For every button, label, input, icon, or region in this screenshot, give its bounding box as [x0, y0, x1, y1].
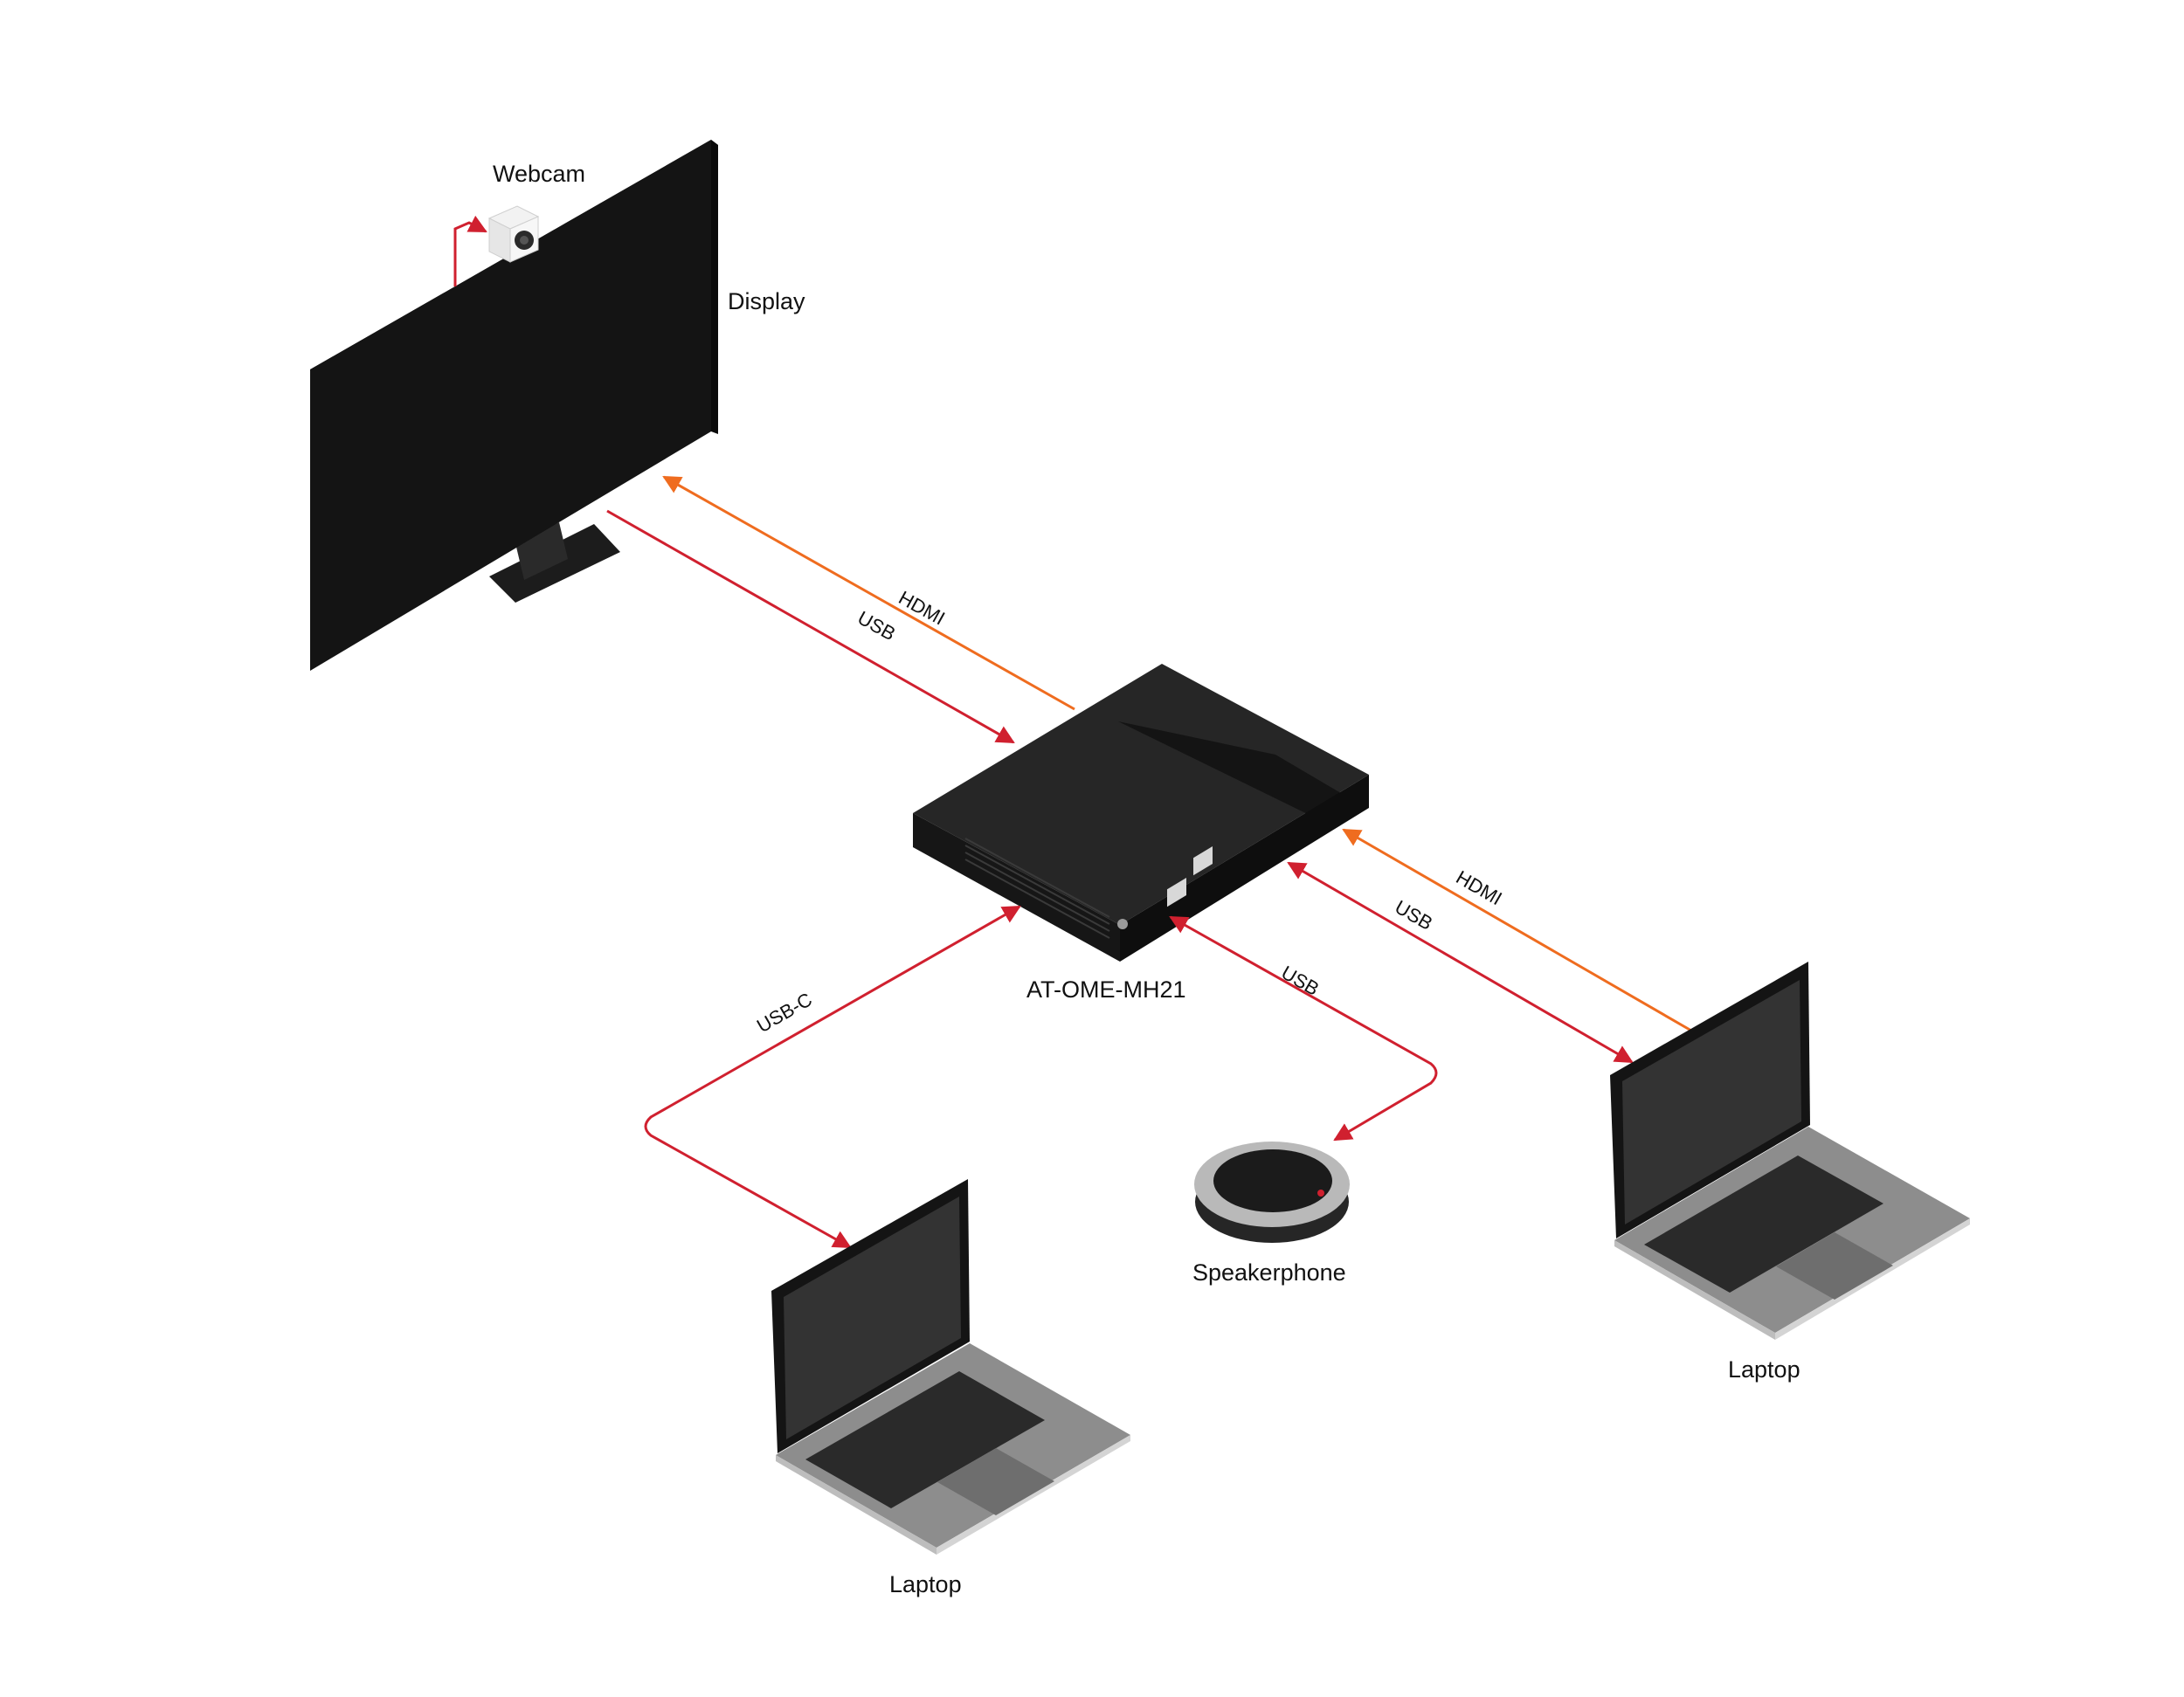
laptop-right-trackpad	[1776, 1232, 1893, 1300]
hub-port-1	[1167, 878, 1186, 907]
hub-vents	[964, 838, 1110, 939]
hub-power-icon	[1117, 919, 1128, 929]
laptop-right-keyboard	[1644, 1155, 1883, 1293]
display-side-edge	[711, 140, 718, 434]
webcam-label: Webcam	[493, 161, 585, 187]
hub-label: AT-OME-MH21	[1026, 976, 1186, 1003]
right-usb-cable	[1287, 861, 1634, 1064]
laptop-left-trackpad	[937, 1448, 1054, 1515]
webcam: Webcam	[453, 161, 585, 286]
right-hdmi-cable	[1342, 828, 1692, 1032]
display: Display	[310, 140, 805, 671]
hub-device: AT-OME-MH21	[913, 664, 1369, 1003]
laptop-left-keyboard	[805, 1371, 1045, 1508]
display-hdmi-cable	[662, 475, 1075, 711]
laptop-left-label: Laptop	[889, 1571, 962, 1597]
laptop-right-label: Laptop	[1728, 1356, 1800, 1383]
speaker-usb-label: USB	[1278, 962, 1324, 1000]
hub-top-panel	[1118, 721, 1350, 822]
laptop-left: Laptop	[771, 1179, 1130, 1597]
hub-speaker-cable: USB	[1169, 915, 1438, 1142]
speakerphone-label: Speakerphone	[1192, 1259, 1346, 1286]
hub-side	[1120, 775, 1369, 962]
speakerphone: Speakerphone	[1192, 1142, 1350, 1286]
hub-right-laptop-cables: HDMI USB	[1287, 828, 1692, 1064]
hub-port-2	[1193, 846, 1213, 876]
speakerphone-grille	[1213, 1149, 1332, 1212]
hub-top	[913, 664, 1369, 925]
laptop-right-screen	[1622, 980, 1801, 1224]
display-hub-cables: HDMI USB	[606, 475, 1075, 744]
display-label: Display	[728, 288, 805, 314]
speakerphone-led-icon	[1317, 1190, 1324, 1197]
laptop-right: Laptop	[1610, 962, 1970, 1383]
left-usbc-cable	[644, 905, 1021, 1249]
right-hdmi-label: HDMI	[1453, 866, 1506, 910]
webcam-usb-cable	[453, 215, 487, 286]
display-usb-cable	[606, 509, 1015, 744]
laptop-left-screen	[784, 1197, 961, 1439]
display-screen	[310, 140, 711, 671]
right-usb-label: USB	[1392, 896, 1437, 935]
display-usb-label: USB	[854, 607, 900, 645]
display-stand-neck	[515, 522, 568, 580]
speaker-usb-cable	[1169, 915, 1438, 1142]
